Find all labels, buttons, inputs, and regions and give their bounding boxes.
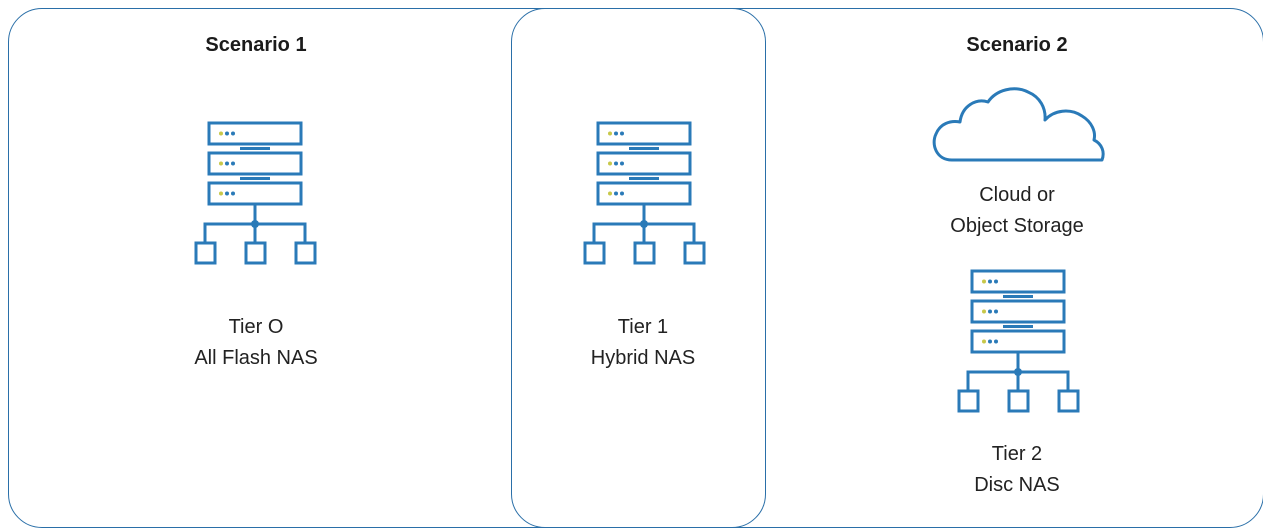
tier-2-type: Disc NAS: [974, 474, 1060, 496]
scenario-1-title: Scenario 1: [205, 34, 307, 56]
cloud-icon: [932, 87, 1105, 162]
cloud-line-1: Cloud or: [979, 184, 1055, 206]
cloud-line-2: Object Storage: [950, 215, 1084, 237]
tier-0-label: Tier O All Flash NAS: [126, 312, 386, 374]
tier-2-name: Tier 2: [991, 443, 1043, 465]
middle-tier-panel: [511, 8, 766, 528]
cloud-storage-label: Cloud or Object Storage: [887, 180, 1147, 242]
scenario-2-title: Scenario 2: [966, 34, 1068, 56]
tier-0-type: All Flash NAS: [194, 347, 318, 369]
server-rack-network-icon: [957, 269, 1080, 413]
tier-1-name: Tier 1: [617, 316, 669, 338]
tier-2-label: Tier 2 Disc NAS: [887, 439, 1147, 501]
server-rack-network-icon: [583, 121, 706, 265]
tier-0-name: Tier O: [228, 316, 284, 338]
server-rack-network-icon: [194, 121, 317, 265]
tier-1-type: Hybrid NAS: [590, 347, 696, 369]
tier-1-label: Tier 1 Hybrid NAS: [513, 312, 773, 374]
